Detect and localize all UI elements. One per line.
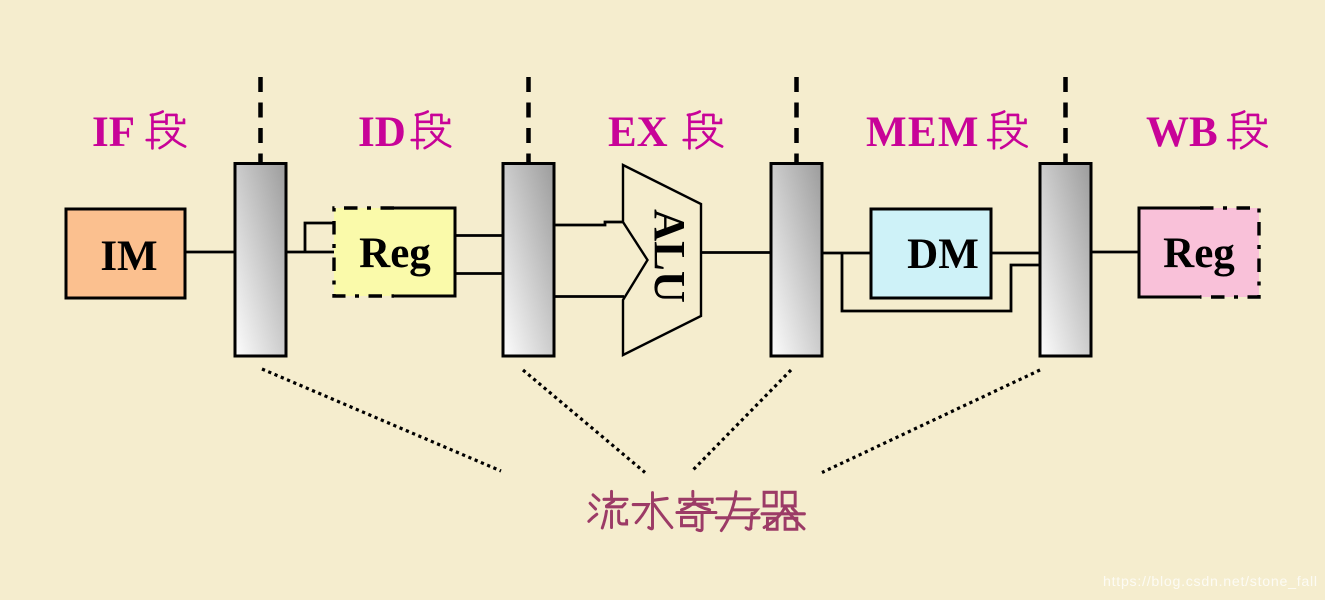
svg-text:IF: IF — [92, 109, 135, 156]
svg-text:EX: EX — [608, 109, 668, 156]
svg-text:ALU: ALU — [645, 209, 695, 303]
svg-text:MEM: MEM — [866, 109, 980, 156]
svg-text:Reg: Reg — [1163, 230, 1235, 277]
svg-text:IM: IM — [100, 233, 157, 280]
svg-text:https://blog.csdn.net/stone_fa: https://blog.csdn.net/stone_fall — [1103, 574, 1317, 590]
svg-text:Reg: Reg — [359, 230, 431, 277]
svg-text:WB: WB — [1146, 109, 1218, 156]
svg-text:ID: ID — [358, 109, 406, 156]
svg-text:DM: DM — [907, 231, 979, 278]
